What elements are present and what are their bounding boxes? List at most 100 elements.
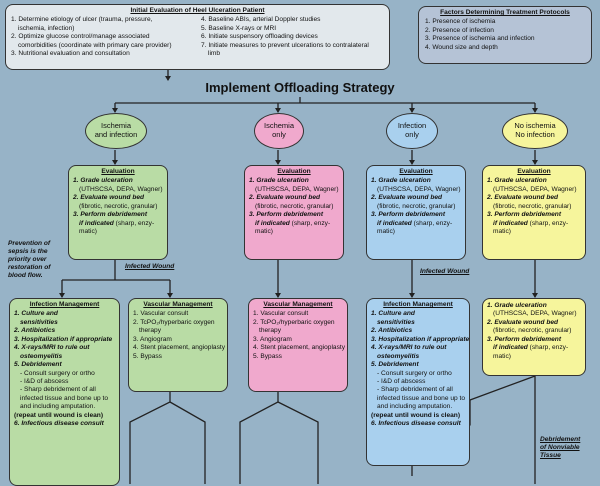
evaluation-item: 2. Evaluate wound bed (371, 194, 443, 202)
evaluation-detail: (fibrotic, necrotic, granular) (493, 327, 572, 335)
evaluation-item: 1. Grade ulceration (73, 177, 133, 185)
infection-repeat: (repeat until wound is clean) (371, 411, 461, 419)
infection-item: osteomyelitis (377, 352, 420, 360)
evaluation-detail: matic) (79, 228, 97, 236)
evaluation-item: 1. Grade ulceration (249, 177, 309, 185)
evaluation-detail: if indicated (493, 344, 528, 352)
category-label: Ischemia (263, 121, 294, 131)
evaluation-detail: matic) (377, 228, 395, 236)
vascular-item: 5. Bypass (133, 352, 162, 360)
initial-item: 3. Nutritional evaluation and consultati… (11, 50, 130, 58)
infection-item: 1. Culture and (14, 310, 58, 318)
infection-item: 1. Culture and (371, 310, 415, 318)
evaluation-box-ischemia-infection: Evaluation 1. Grade ulceration (UTHSCSA,… (68, 165, 168, 260)
category-label: No ischemia (514, 121, 556, 131)
infection-sub-item: and including amputation. (377, 403, 453, 411)
vascular-item: 3. Angiogram (253, 335, 292, 343)
initial-item: comorbidities (coordinate with primary c… (18, 41, 172, 49)
evaluation-detail: if indicated (377, 219, 412, 227)
category-label: only (405, 130, 419, 139)
debridement-line: Debridement (540, 436, 581, 443)
initial-left-list: 1. Determine etiology of ulcer (trauma, … (11, 16, 195, 58)
evaluation-box-yellow-repeat: 1. Grade ulceration (UTHSCSA, DEPA, Wagn… (482, 298, 586, 376)
evaluation-item: 1. Grade ulceration (487, 302, 547, 309)
evaluation-box-ischemia-only: Evaluation 1. Grade ulceration (UTHSCSA,… (244, 165, 344, 260)
infection-management-title: Infection Management (383, 301, 453, 308)
infection-sub-item: infected tissue and bone up to (377, 394, 465, 402)
infection-sub-item: - Consult surgery or ortho (20, 369, 95, 377)
initial-item: 6. Initiate suspensory offloading device… (201, 33, 318, 41)
factors-box: Factors Determining Treatment Protocols … (418, 6, 592, 64)
infection-item: 6. Infectious disease consult (371, 420, 461, 428)
evaluation-detail: (UTHSCSA, DEPA, Wagner) (493, 185, 577, 193)
infection-sub-item: - Sharp debridement of all (20, 386, 96, 394)
infection-sub-item: - Sharp debridement of all (377, 386, 453, 394)
infection-sub-item: - I&D of abscess (377, 377, 426, 385)
vascular-item: 4. Stent placement, angioplasty (253, 344, 346, 352)
infection-management-box-blue: Infection Management 1. Culture and sens… (366, 298, 470, 466)
infection-sub-item: - Consult surgery or ortho (377, 369, 452, 377)
infection-item: 3. Hospitalization if appropriate (371, 335, 470, 343)
debridement-label: Debridement of Nonviable Tissue (540, 436, 580, 460)
prevention-line: blood flow. (8, 271, 43, 279)
category-label: Infection (397, 121, 427, 131)
vascular-item: 3. Angiogram (133, 335, 172, 343)
prevention-line: Prevention of (8, 240, 51, 247)
category-label: Ischemia (100, 121, 131, 131)
infection-item: osteomyelitis (20, 352, 63, 360)
prevention-line: priority over (8, 255, 47, 263)
infected-wound-label: Infected Wound (125, 263, 175, 270)
strategy-heading: Implement Offloading Strategy (205, 80, 395, 95)
prevention-note: Prevention of sepsis is the priority ove… (8, 240, 68, 280)
evaluation-detail: matic) (493, 352, 511, 360)
initial-evaluation-box: Initial Evaluation of Heel Ulceration Pa… (5, 4, 390, 70)
factor-item: 4. Wound size and depth (425, 43, 498, 51)
evaluation-item: 2. Evaluate wound bed (73, 194, 145, 202)
evaluation-detail: (UTHSCSA, DEPA, Wagner) (377, 185, 461, 193)
evaluation-detail: (fibrotic, necrotic, granular) (79, 202, 158, 210)
evaluation-detail: (UTHSCSA, DEPA, Wagner) (493, 310, 577, 318)
vascular-item: 1. Vascular consult (133, 310, 189, 318)
infection-item: 5. Debridement (371, 361, 419, 369)
category-label: only (272, 130, 286, 139)
category-label: No infection (515, 130, 555, 139)
initial-item: 5. Baseline X-rays or MRI (201, 24, 277, 32)
infection-item: 4. X-rays/MRI to rule out (371, 344, 447, 352)
infection-item: 3. Hospitalization if appropriate (14, 335, 113, 343)
evaluation-title: Evaluation (101, 168, 135, 175)
infected-wound-label: Infected Wound (420, 268, 470, 275)
prevention-line: restoration of (8, 263, 51, 271)
infection-repeat: (repeat until wound is clean) (14, 411, 104, 419)
initial-item: 7. Initiate measures to prevent ulcerati… (201, 41, 369, 49)
evaluation-detail: matic) (493, 228, 511, 236)
evaluation-detail: if indicated (255, 219, 290, 227)
initial-right-list: 4. Baseline ABIs, arterial Doppler studi… (201, 16, 369, 58)
evaluation-detail: (sharp, enzy- (413, 219, 453, 227)
evaluation-detail: (sharp, enzy- (529, 219, 569, 227)
initial-item: 2. Optimize glucose control/manage assoc… (11, 33, 150, 41)
evaluation-title: Evaluation (517, 168, 551, 175)
infection-item: 2. Antibiotics (14, 327, 56, 335)
evaluation-detail: (sharp, enzy- (529, 344, 569, 352)
vascular-item: 2. TcPO₂/hyperbaric oxygen (133, 318, 215, 326)
evaluation-title: Evaluation (399, 168, 433, 175)
infection-item: sensitivities (377, 318, 415, 326)
evaluation-item: 1. Grade ulceration (371, 177, 431, 185)
evaluation-detail: (fibrotic, necrotic, granular) (377, 202, 456, 210)
infection-sub-item: and including amputation. (20, 403, 96, 411)
evaluation-detail: (fibrotic, necrotic, granular) (493, 202, 572, 210)
infection-management-title: Infection Management (29, 301, 100, 308)
evaluation-detail: if indicated (79, 219, 114, 227)
evaluation-detail: matic) (255, 228, 273, 236)
vascular-management-box-green: Vascular Management 1. Vascular consult … (128, 298, 228, 392)
infection-management-box-left: Infection Management 1. Culture and sens… (9, 298, 120, 486)
initial-item: ischemia, infection) (18, 24, 75, 32)
infection-item: 2. Antibiotics (371, 327, 413, 335)
vascular-item: 5. Bypass (253, 352, 282, 360)
evaluation-item: 3. Perform debridement (487, 335, 562, 343)
initial-evaluation-title: Initial Evaluation of Heel Ulceration Pa… (130, 7, 265, 14)
evaluation-detail: (UTHSCSA, DEPA, Wagner) (255, 185, 339, 193)
